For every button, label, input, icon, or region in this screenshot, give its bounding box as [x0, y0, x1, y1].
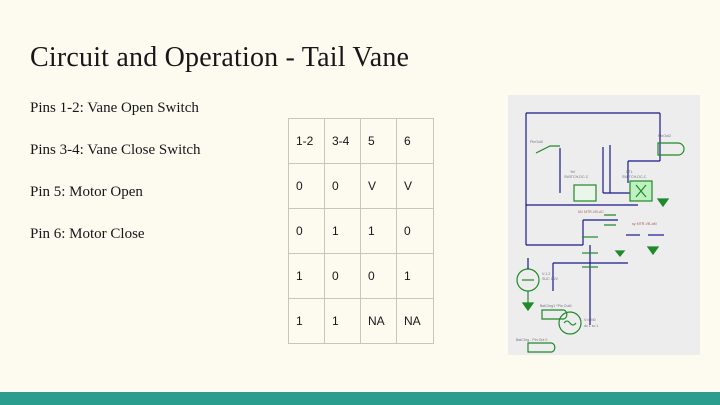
table-row: 1 0 0 1	[288, 253, 434, 299]
circuit-label: M1 MTR-VB-AC sy MTR-VB-aM	[578, 210, 657, 226]
svg-text:CTL: CTL	[626, 170, 633, 174]
svg-text:PinOut0: PinOut0	[530, 140, 543, 144]
svg-text:dc 1 sc 1: dc 1 sc 1	[584, 324, 598, 328]
table-header-cell: 5	[360, 118, 397, 164]
list-item: Pins 1-2: Vane Open Switch	[30, 100, 199, 116]
svg-text:SWITCH-DC-C: SWITCH-DC-C	[622, 175, 647, 179]
svg-text:PinOut2: PinOut2	[658, 134, 671, 138]
table-cell: V	[360, 163, 397, 209]
svg-text:BatChrg1 *Pin Out0: BatChrg1 *Pin Out0	[540, 304, 572, 308]
svg-text:V-1.2: V-1.2	[542, 272, 550, 276]
table-cell: V	[396, 163, 434, 209]
table-cell: 1	[324, 208, 361, 254]
svg-text:SUC 1.2V: SUC 1.2V	[542, 277, 559, 281]
pin-connector-pad	[527, 142, 685, 353]
table-cell: NA	[360, 298, 397, 344]
ground-symbol	[521, 198, 670, 312]
table-cell: 0	[288, 208, 325, 254]
table-cell: 1	[396, 253, 434, 299]
table-cell: 0	[360, 253, 397, 299]
circuit-schematic: M1 MTR-VB-AC sy MTR-VB-aM PinOut0 PinOut…	[508, 95, 700, 355]
table-header-cell: 1-2	[288, 118, 325, 164]
voltage-source	[516, 258, 582, 335]
table-row: 1-2 3-4 5 6	[288, 118, 434, 164]
table-row: 0 1 1 0	[288, 208, 434, 254]
bullet-list: Pins 1-2: Vane Open Switch Pins 3-4: Van…	[30, 100, 280, 268]
table-cell: 0	[324, 253, 361, 299]
svg-text:V=CN0: V=CN0	[584, 318, 596, 322]
circuit-label: PinOut0 PinOut2 Yel SWITCH-DC-C CTL SWIT…	[516, 134, 671, 342]
table-header-cell: 6	[396, 118, 434, 164]
svg-text:SWITCH-DC-C: SWITCH-DC-C	[564, 175, 589, 179]
circuit-diagram-image: M1 MTR-VB-AC sy MTR-VB-aM PinOut0 PinOut…	[508, 95, 700, 355]
relay-components	[573, 180, 653, 268]
truth-table: 1-2 3-4 5 6 0 0 V V 0 1 1 0 1 0 0 1	[288, 118, 434, 344]
table-cell: NA	[396, 298, 434, 344]
table-header-cell: 3-4	[324, 118, 361, 164]
svg-text:M1 MTR-VB-AC: M1 MTR-VB-AC	[578, 210, 604, 214]
table-cell: 0	[324, 163, 361, 209]
list-item: Pin 5: Motor Open	[30, 184, 143, 200]
svg-text:sy MTR-VB-aM: sy MTR-VB-aM	[632, 222, 657, 226]
table-cell: 0	[288, 163, 325, 209]
page-title: Circuit and Operation - Tail Vane	[30, 42, 410, 73]
svg-text:BatChrg - Pin Out 0: BatChrg - Pin Out 0	[516, 338, 547, 342]
list-item: Pins 3-4: Vane Close Switch	[30, 142, 201, 158]
list-item: Pin 6: Motor Close	[30, 226, 145, 242]
table-cell: 1	[288, 298, 325, 344]
table-cell: 1	[324, 298, 361, 344]
table-row: 1 1 NA NA	[288, 298, 434, 344]
table-cell: 0	[396, 208, 434, 254]
svg-text:Yel: Yel	[570, 170, 575, 174]
table-cell: 1	[360, 208, 397, 254]
wire-group	[525, 112, 664, 325]
table-cell: 1	[288, 253, 325, 299]
table-row: 0 0 V V	[288, 163, 434, 209]
footer-accent-bar	[0, 392, 720, 405]
